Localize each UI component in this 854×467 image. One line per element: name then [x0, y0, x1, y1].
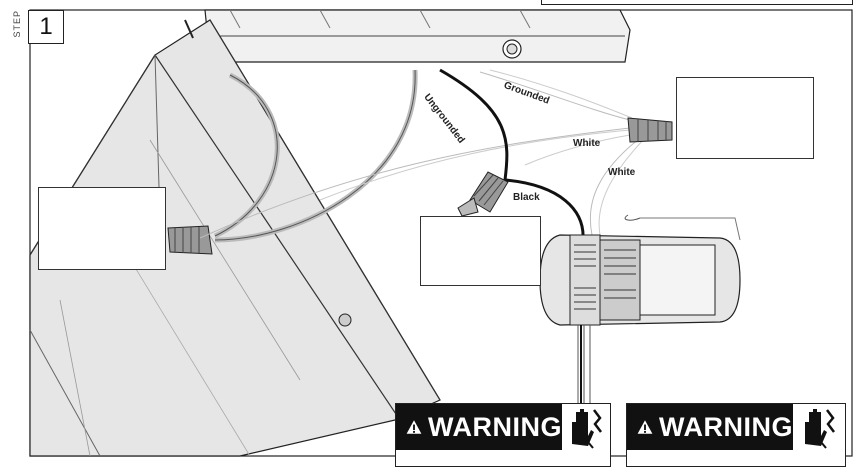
callout-box-left — [38, 187, 166, 270]
callout-box-right — [676, 77, 814, 159]
warning-header-2: WARNING — [627, 404, 793, 450]
electric-shock-hand-icon — [572, 409, 602, 449]
warning-box-2: WARNING — [626, 403, 846, 467]
wire-label-white-mid: White — [608, 167, 636, 178]
callout-box-middle — [420, 216, 541, 286]
warning-box-1: WARNING — [395, 403, 611, 467]
warning-label-1: WARNING — [428, 411, 562, 442]
wire-label-black: Black — [513, 192, 540, 203]
warning-triangle-icon — [406, 420, 422, 434]
wire-label-white-top: White — [573, 138, 601, 149]
electric-shock-hand-icon — [805, 409, 835, 449]
warning-label-2: WARNING — [659, 411, 793, 442]
warning-triangle-icon — [637, 420, 653, 434]
warning-header-1: WARNING — [396, 404, 562, 450]
step-side-label: STEP — [12, 10, 22, 38]
step-number: 1 — [28, 10, 64, 44]
top-right-panel-edge — [541, 0, 853, 5]
